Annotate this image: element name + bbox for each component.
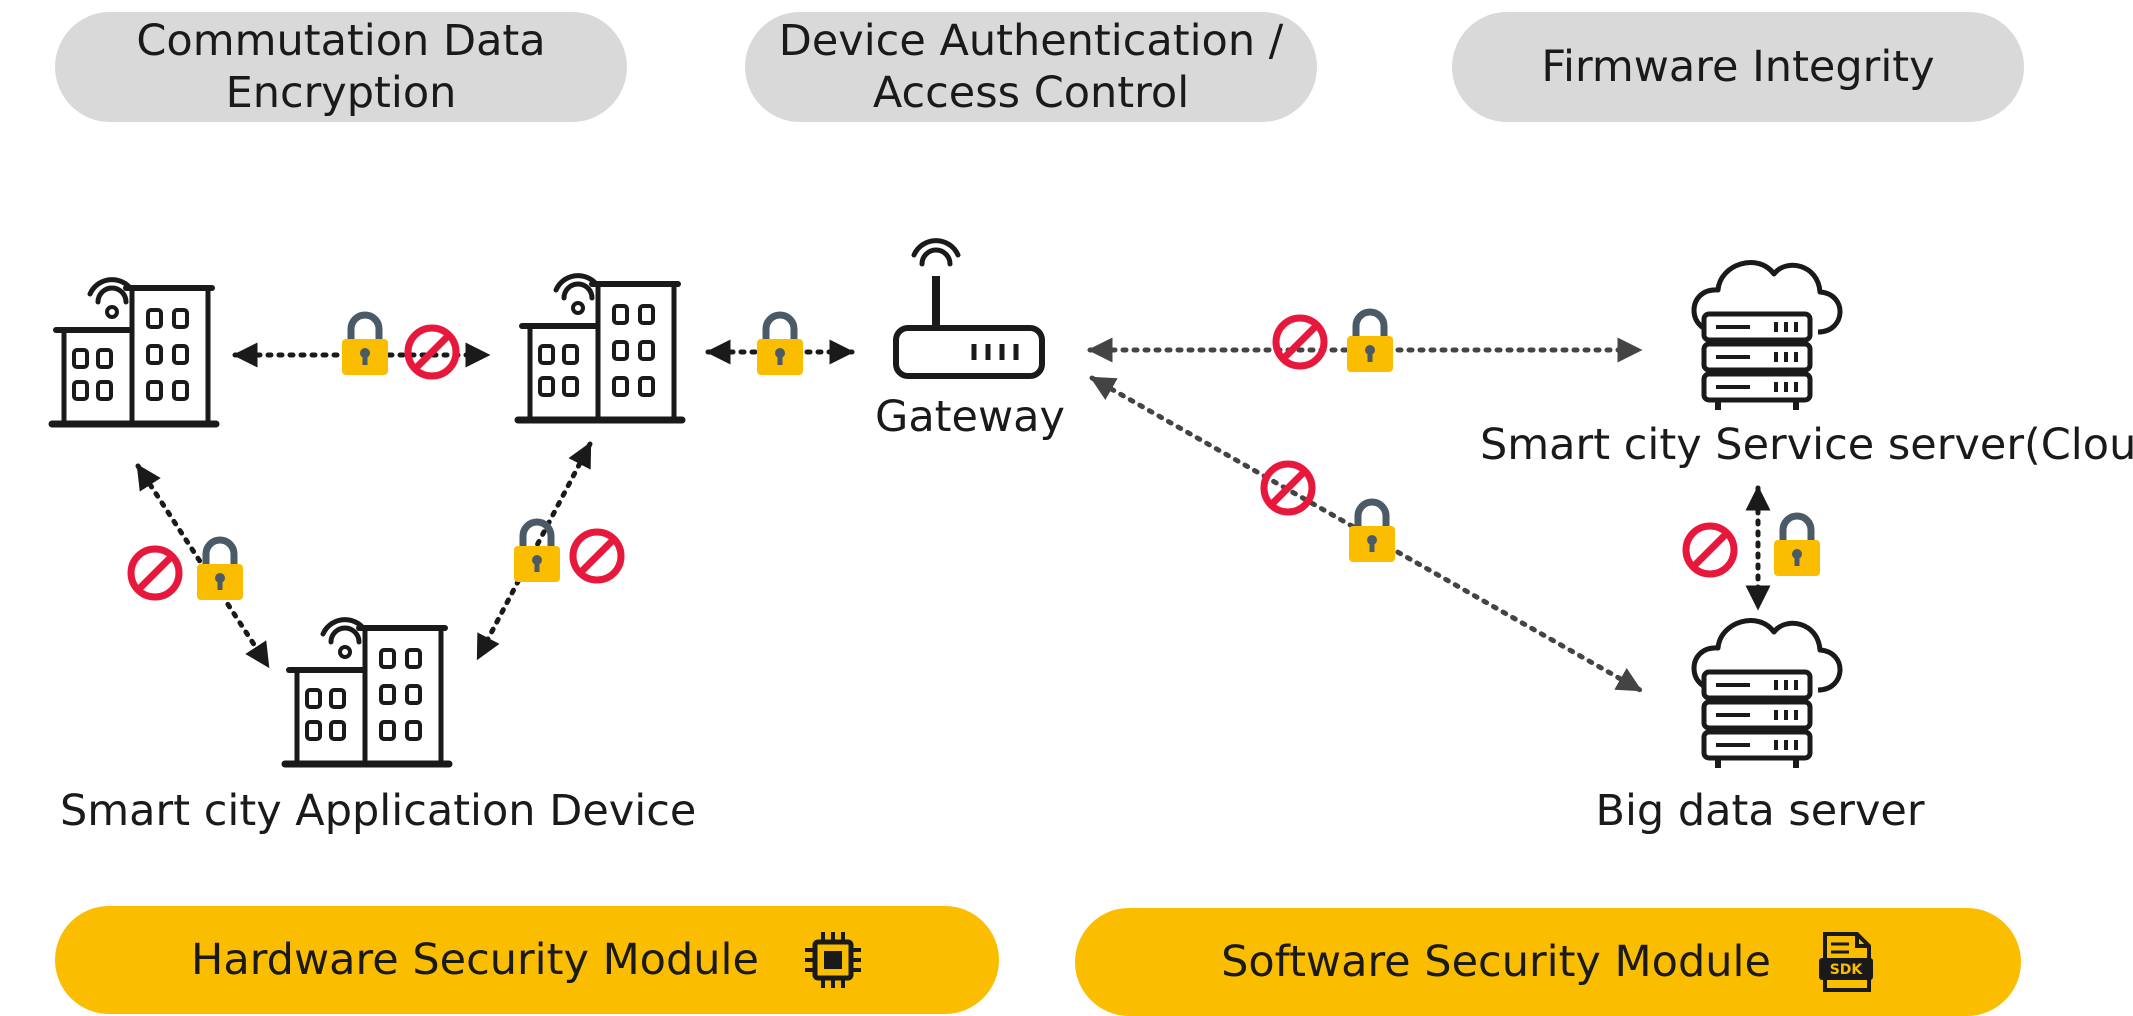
prohibited-icon (573, 532, 621, 580)
sdk-file-icon: SDK (1818, 932, 1873, 992)
padlock-icon (1774, 516, 1820, 576)
software-security-module: Software Security Module SDK (1075, 908, 2021, 1016)
building-wifi-icon (518, 276, 682, 420)
building-wifi-icon (285, 620, 449, 764)
chip-icon (804, 932, 861, 988)
prohibited-icon (131, 549, 179, 597)
router-icon (893, 238, 1045, 379)
device-label: Smart city Application Device (60, 786, 697, 836)
header-encryption-line2: Encryption (225, 68, 457, 118)
padlock-icon (197, 540, 243, 600)
hardware-module-label: Hardware Security Module (191, 935, 759, 985)
bigdata-label: Big data server (1595, 786, 1925, 836)
header-authentication-line2: Access Control (872, 68, 1190, 118)
header-encryption-line1: Commutation Data (136, 16, 546, 66)
building-wifi-icon (52, 280, 216, 424)
cloud-server-icon (1694, 621, 1840, 768)
padlock-icon (757, 315, 803, 375)
header-authentication-line1: Device Authentication / (778, 16, 1284, 66)
hardware-security-module: Hardware Security Module (55, 906, 999, 1014)
gateway-label: Gateway (875, 392, 1065, 442)
header-encryption: Commutation Data Encryption (55, 12, 627, 122)
header-authentication: Device Authentication / Access Control (745, 12, 1317, 122)
prohibited-icon (1276, 318, 1324, 366)
sdk-tag: SDK (1830, 962, 1864, 978)
padlock-icon (342, 315, 388, 375)
padlock-icon (514, 522, 560, 582)
prohibited-icon (1264, 464, 1312, 512)
padlock-icon (1347, 312, 1393, 372)
software-module-label: Software Security Module (1221, 937, 1771, 987)
prohibited-icon (408, 328, 456, 376)
header-firmware-label: Firmware Integrity (1541, 42, 1935, 92)
service-server-label: Smart city Service server(Cloud) (1480, 420, 2133, 470)
padlock-icon (1349, 502, 1395, 562)
cloud-server-icon (1694, 263, 1840, 410)
header-firmware: Firmware Integrity (1452, 12, 2024, 122)
prohibited-icon (1686, 526, 1734, 574)
